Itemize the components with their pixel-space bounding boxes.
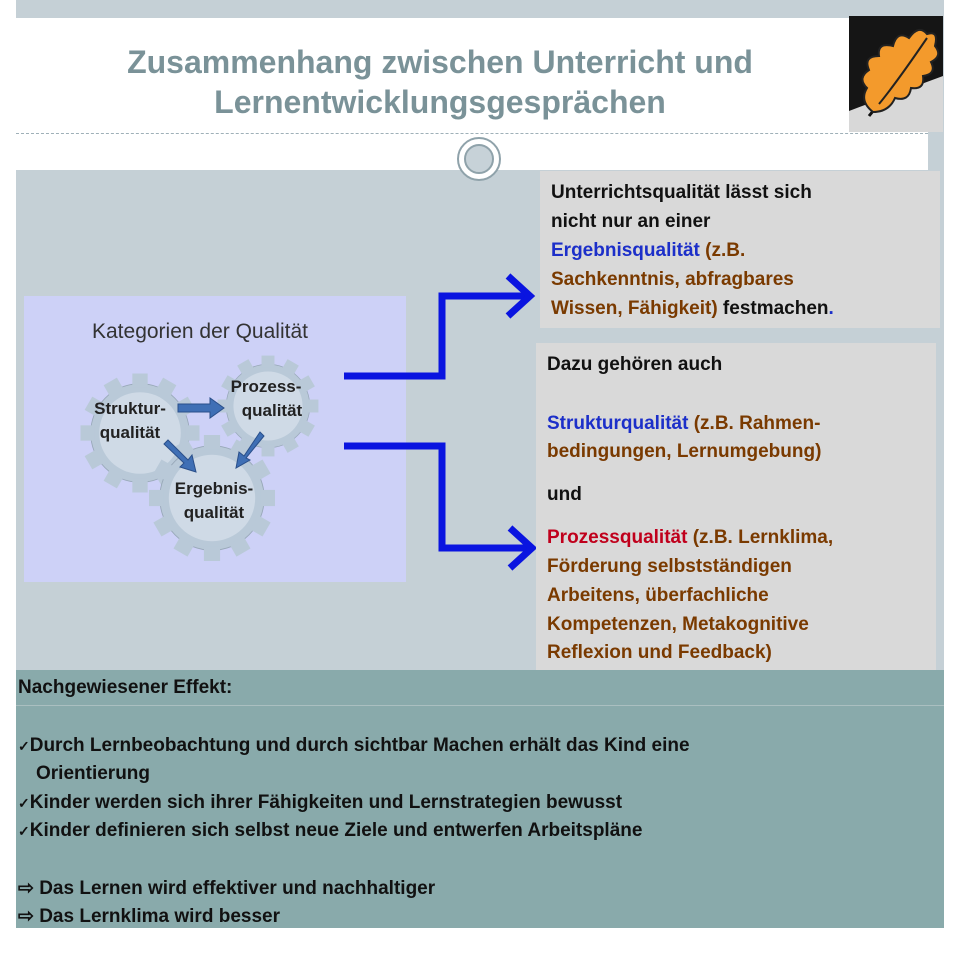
effect-check-2-text: Kinder werden sich ihrer Fähigkeiten und… xyxy=(29,792,623,813)
title-line-1: Zusammenhang zwischen Unterricht und xyxy=(127,44,753,80)
prozessqualitaet-term: Prozessqualität xyxy=(547,527,688,548)
box2-struktur-rest: (z.B. Rahmen- xyxy=(688,413,821,434)
effect-panel xyxy=(16,670,944,928)
page-title: Zusammenhang zwischen Unterricht und Ler… xyxy=(40,42,840,122)
box2-prozess-line-5: Reflexion und Feedback) xyxy=(547,642,772,663)
effect-result-2: ⇨ Das Lernklima wird besser xyxy=(18,903,280,931)
box1-line-5-brown: Wissen, Fähigkeit) xyxy=(551,298,718,319)
box2-intro: Dazu gehören auch xyxy=(547,354,723,375)
gear-diagram-heading: Kategorien der Qualität xyxy=(92,320,308,343)
gear-label-prozess-1: Prozess- xyxy=(231,377,302,396)
effect-check-1: ✓Durch Lernbeobachtung und durch sichtba… xyxy=(18,732,690,760)
gear-label-prozess-2: qualität xyxy=(242,401,303,420)
box2-struktur-line-1: Strukturqualität (z.B. Rahmen- xyxy=(547,409,820,438)
effect-check-3-text: Kinder definieren sich selbst neue Ziele… xyxy=(29,820,643,841)
right-arrow-icon: ⇨ xyxy=(18,878,40,899)
gear-label-struktur-2: qualität xyxy=(100,423,161,442)
checkmark-icon: ✓ xyxy=(18,738,30,754)
box2-prozess-line-3: Arbeitens, überfachliche xyxy=(547,585,769,606)
box2-prozess-rest: (z.B. Lernklima, xyxy=(687,527,834,548)
box2-struktur-line-2: bedingungen, Lernumgebung) xyxy=(547,441,822,462)
effect-divider xyxy=(16,705,944,706)
effect-result-1-text: Das Lernen wird effektiver und nachhalti… xyxy=(39,878,436,899)
box2-prozess-line-4: Kompetenzen, Metakognitive xyxy=(547,614,809,635)
box1-line-4: Sachkenntnis, abfragbares xyxy=(551,269,794,290)
box1-line-1: Unterrichtsqualität lässt sich xyxy=(551,182,812,203)
box1-line-3: Ergebnisqualität (z.B. xyxy=(551,236,745,265)
effect-result-1: ⇨ Das Lernen wird effektiver und nachhal… xyxy=(18,875,435,903)
ergebnisqualitaet-term: Ergebnisqualität xyxy=(551,240,700,261)
checkmark-icon: ✓ xyxy=(18,795,30,811)
lower-connector-arrow xyxy=(344,442,532,552)
struktur-to-ergebnis-arrow xyxy=(163,439,197,473)
checkmark-icon: ✓ xyxy=(18,823,30,839)
box2-prozess-line-1: Prozessqualität (z.B. Lernklima, xyxy=(547,523,833,552)
box2-und: und xyxy=(547,484,582,505)
title-line-2: Lernentwicklungsgesprächen xyxy=(214,84,666,120)
upper-connector-arrow xyxy=(344,292,530,380)
effect-heading: Nachgewiesener Effekt: xyxy=(18,677,233,698)
box1-line-5: Wissen, Fähigkeit) festmachen. xyxy=(551,294,834,323)
effect-check-2: ✓Kinder werden sich ihrer Fähigkeiten un… xyxy=(18,789,622,817)
circle-ornament-icon xyxy=(457,137,501,181)
gear-label-ergebnis-2: qualität xyxy=(184,503,245,522)
box1-line-5-black: festmachen xyxy=(717,298,829,319)
quality-gears-diagram: Struktur- qualität Prozess- qualität Erg… xyxy=(80,355,319,562)
prozess-to-ergebnis-arrow xyxy=(235,431,265,469)
box1-line-5-dot: . xyxy=(828,298,834,319)
title-divider xyxy=(16,133,928,134)
effect-result-2-text: Das Lernklima wird besser xyxy=(39,906,280,927)
right-arrow-icon: ⇨ xyxy=(18,906,40,927)
result-quality-box xyxy=(540,171,940,328)
box1-line-2: nicht nur an einer xyxy=(551,211,711,232)
effect-check-3: ✓Kinder definieren sich selbst neue Ziel… xyxy=(18,817,642,845)
gear-label-struktur-1: Struktur- xyxy=(94,399,166,418)
strukturqualitaet-term: Strukturqualität xyxy=(547,413,689,434)
box1-line-3-rest: (z.B. xyxy=(699,240,746,261)
box2-prozess-line-2: Förderung selbstständigen xyxy=(547,556,792,577)
effect-check-1-cont: Orientierung xyxy=(36,763,151,784)
effect-check-1-text: Durch Lernbeobachtung und durch sichtbar… xyxy=(29,735,690,756)
oak-leaf-logo-icon xyxy=(849,16,943,132)
lower-arrowhead-icon xyxy=(507,525,538,571)
connector-arrows xyxy=(344,273,538,571)
structure-process-box xyxy=(536,343,936,673)
struktur-to-prozess-arrow xyxy=(177,397,225,419)
upper-arrowhead-icon xyxy=(505,273,536,319)
gear-label-ergebnis-1: Ergebnis- xyxy=(175,479,253,498)
